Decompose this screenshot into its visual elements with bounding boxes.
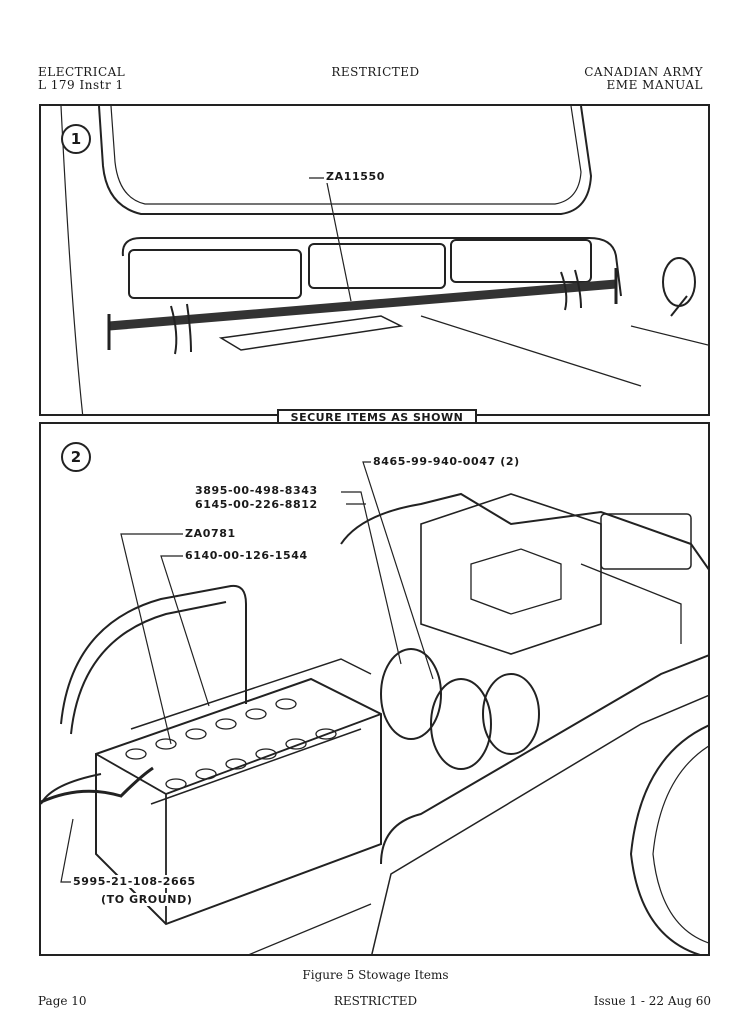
panel-1-illustration <box>60 106 708 414</box>
callout-to-ground: (TO GROUND) <box>99 893 195 906</box>
callout-3895-00-498-8343: 3895-00-498-8343 <box>193 484 320 497</box>
header-left: ELECTRICAL L 179 Instr 1 <box>38 66 125 92</box>
figure-caption: Figure 5 Stowage Items <box>302 968 449 982</box>
header-manual: EME MANUAL <box>606 78 703 92</box>
header-section-title: ELECTRICAL <box>38 65 126 79</box>
header-right: CANADIAN ARMY EME MANUAL <box>584 66 703 92</box>
header-classification: RESTRICTED <box>331 65 420 79</box>
callout-za0781: ZA0781 <box>183 527 238 540</box>
footer-issue: Issue 1 - 22 Aug 60 <box>593 994 711 1008</box>
header-instruction-ref: L 179 Instr 1 <box>38 78 124 92</box>
callout-za11550: ZA11550 <box>324 170 387 183</box>
callout-8465-99-940-0047: 8465-99-940-0047 (2) <box>371 455 522 468</box>
footer-classification: RESTRICTED <box>333 994 418 1008</box>
panel-2-number: 2 <box>61 442 91 472</box>
callout-6145-00-226-8812: 6145-00-226-8812 <box>193 498 320 511</box>
header-org: CANADIAN ARMY <box>584 65 703 79</box>
figure-panel-1: 1 ZA11550 <box>39 104 710 416</box>
footer-page-number: Page 10 <box>38 994 87 1008</box>
figure-panel-2: 2 8465-99-940-0047 (2) 3895-00-498-8343 … <box>39 422 710 956</box>
panel-1-number: 1 <box>61 124 91 154</box>
callout-5995-21-108-2665: 5995-21-108-2665 <box>71 875 198 888</box>
panel-2-illustration <box>41 461 708 954</box>
callout-6140-00-126-1544: 6140-00-126-1544 <box>183 549 310 562</box>
